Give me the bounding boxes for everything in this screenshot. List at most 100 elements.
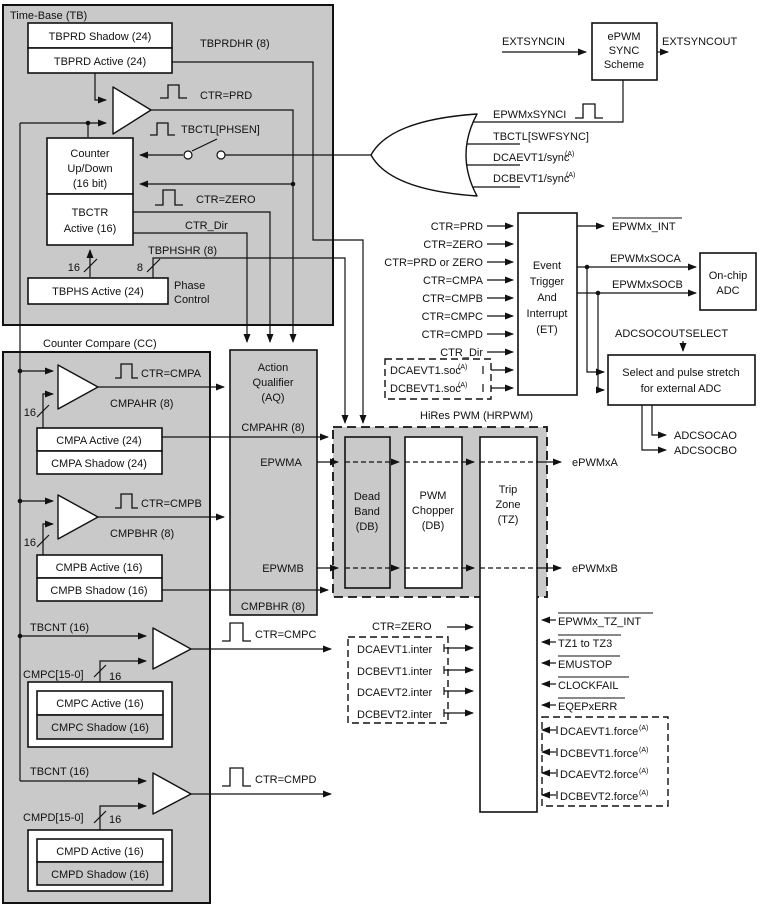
et-label-2: Trigger xyxy=(530,276,565,288)
onchip-adc-label-1: On-chip xyxy=(709,270,748,282)
select-label-1: Select and pulse stretch xyxy=(622,367,739,379)
cmpc-active-label: CMPC Active (16) xyxy=(56,698,143,710)
cmpc-shadow-box xyxy=(36,714,164,740)
dc-inter-dashed-box xyxy=(347,636,449,724)
dc-soc-dashed-box xyxy=(384,358,492,400)
cmpa-comparator xyxy=(57,364,99,410)
db-label-1: Dead xyxy=(354,491,380,503)
cmpa-shadow-label: CMPA Shadow (24) xyxy=(51,458,147,470)
sync-box-label-3: Scheme xyxy=(604,59,644,71)
cmpc-bus16-label: 16 xyxy=(109,671,121,683)
cmpb-active-label: CMPB Active (16) xyxy=(56,562,143,574)
et-in-ctr-prd-zero: CTR=PRD or ZERO xyxy=(384,257,483,269)
tbctr-active-box xyxy=(46,193,134,246)
dcaevt1-force-label: DCAEVT1.force xyxy=(560,726,638,738)
tbphs-active-box xyxy=(27,277,169,305)
footnote-a: (A) xyxy=(639,725,648,732)
bus-width-marks xyxy=(36,258,161,824)
pc-label-3: (DB) xyxy=(422,520,445,532)
tbprdhr-label: TBPRDHR (8) xyxy=(200,38,270,50)
et-in-ctr-cmpb: CTR=CMPB xyxy=(422,293,483,305)
pulse-icon xyxy=(160,84,187,99)
dcbevt1-sync-label: DCBEVT1/sync xyxy=(493,173,570,185)
extsyncin-label: EXTSYNCIN xyxy=(502,36,565,48)
footnote-a: (A) xyxy=(458,382,467,389)
epwmx-int-label: EPWMx_INT xyxy=(612,221,676,233)
phase-label-2: Control xyxy=(174,294,209,306)
tb-bus8-label: 8 xyxy=(137,262,143,274)
cmpc-shadow-label: CMPC Shadow (16) xyxy=(51,722,149,734)
cmpa-bus16-label: 16 xyxy=(24,407,36,419)
tbprd-active-label: TBPRD Active (24) xyxy=(54,56,146,68)
ctr-prd-label: CTR=PRD xyxy=(200,90,252,102)
counter-label-2: Up/Down xyxy=(67,163,112,175)
ctr-cmpa-label: CTR=CMPA xyxy=(141,368,202,380)
sync-box-label-1: ePWM xyxy=(608,31,641,43)
dcaevt1-sync-label: DCAEVT1/sync xyxy=(493,152,570,164)
tz-label-3: (TZ) xyxy=(498,514,519,526)
pulse-icon xyxy=(222,622,251,642)
emustop-label: EMUSTOP xyxy=(558,659,612,671)
et-in-ctr-cmpa: CTR=CMPA xyxy=(423,275,484,287)
et-in-ctr-cmpd: CTR=CMPD xyxy=(422,329,483,341)
cmpd-bus-label: CMPD[15-0] xyxy=(23,812,84,824)
dcaevt2-force-label: DCAEVT2.force xyxy=(560,769,638,781)
footnote-a: (A) xyxy=(639,747,648,754)
et-in-ctr-cmpc: CTR=CMPC xyxy=(422,311,483,323)
onchip-adc-label-2: ADC xyxy=(716,285,739,297)
pwm-signal-path xyxy=(162,433,562,594)
cmpb-shadow-label: CMPB Shadow (16) xyxy=(50,585,147,597)
dc-force-dashed-box xyxy=(541,716,669,807)
cmpc-bus-label: CMPC[15-0] xyxy=(23,669,84,681)
footnote-a: (A) xyxy=(639,790,648,797)
swfsync-label: TBCTL[SWFSYNC] xyxy=(493,131,589,143)
phase-sync-switch xyxy=(183,138,226,160)
et-in-dcaevt1-soc: DCAEVT1.soc xyxy=(390,365,461,377)
extsyncout-label: EXTSYNCOUT xyxy=(662,36,737,48)
footnote-a: (A) xyxy=(566,172,575,179)
trip-zone-wiring xyxy=(443,616,558,799)
select-pulse-stretch-box xyxy=(607,354,756,406)
tz-ctr-zero-label: CTR=ZERO xyxy=(372,621,432,633)
active-low-overlines xyxy=(558,217,682,699)
et-in-ctr-zero: CTR=ZERO xyxy=(423,239,483,251)
tbcnt-label-1: TBCNT (16) xyxy=(30,622,89,634)
footnote-a: (A) xyxy=(565,151,574,158)
tbprd-shadow-box xyxy=(27,22,173,49)
pulse-icon xyxy=(115,363,138,379)
tbphshr-label: TBPHSHR (8) xyxy=(148,245,217,257)
dcbevt1-force-label: DCBEVT1.force xyxy=(560,748,638,760)
aq-cmpahr-label: CMPAHR (8) xyxy=(241,422,304,434)
clockfail-label: CLOCKFAIL xyxy=(558,680,619,692)
onchip-adc-box xyxy=(699,252,757,311)
sync-or-gate xyxy=(370,113,478,197)
tb-title: Time-Base (TB) xyxy=(10,10,87,22)
footnote-a: (A) xyxy=(458,364,467,371)
pulse-icon xyxy=(115,493,138,509)
dcbevt1-inter-label: DCBEVT1.inter xyxy=(357,666,433,678)
adcsocbo-label: ADCSOCBO xyxy=(674,445,737,457)
adcsocoutselect-label: ADCSOCOUTSELECT xyxy=(615,328,728,340)
tz-label-1: Trip xyxy=(499,484,518,496)
cmpd-active-label: CMPD Active (16) xyxy=(56,846,143,858)
dcaevt1-inter-label: DCAEVT1.inter xyxy=(357,644,433,656)
ctr-cmpb-label: CTR=CMPB xyxy=(141,498,202,510)
counter-label-1: Counter xyxy=(70,148,109,160)
tbcnt-label-2: TBCNT (16) xyxy=(30,766,89,778)
cmpa-active-label: CMPA Active (24) xyxy=(56,435,141,447)
ctr-cmpd-label: CTR=CMPD xyxy=(255,774,316,786)
cmpc-comparator xyxy=(152,627,192,670)
tbctr-label-2: Active (16) xyxy=(64,223,117,235)
trip-zone-box xyxy=(479,436,538,813)
labels: Time-Base (TB) TBPRD Shadow (24) TBPRD A… xyxy=(10,10,747,881)
cmpbhr-label: CMPBHR (8) xyxy=(110,528,174,540)
cmpa-shadow-box xyxy=(36,450,163,475)
db-label-3: (DB) xyxy=(356,521,379,533)
eqepxerr-label: EQEPxERR xyxy=(558,701,617,713)
tz-label-2: Zone xyxy=(495,499,520,511)
epwmxsocb-label: EPWMxSOCB xyxy=(612,279,683,291)
tb-bus16-label: 16 xyxy=(68,262,80,274)
adcsocao-label: ADCSOCAO xyxy=(674,430,737,442)
cc-title: Counter Compare (CC) xyxy=(43,338,157,350)
